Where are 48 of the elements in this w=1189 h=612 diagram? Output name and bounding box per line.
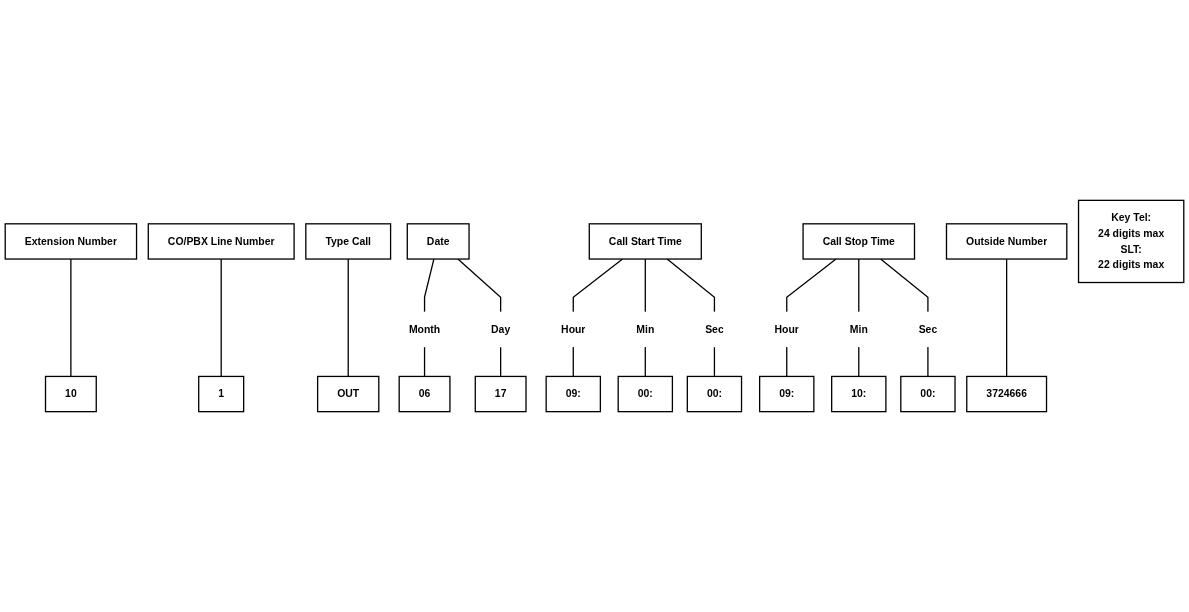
node-box: 1 — [198, 375, 245, 413]
node-text: Min — [849, 323, 868, 335]
node-box: 00: — [686, 375, 743, 413]
connector — [927, 346, 929, 378]
node-text: Sec — [705, 323, 724, 335]
node-box: 06 — [398, 375, 451, 413]
connector — [1006, 258, 1008, 378]
node-text: Hour — [774, 323, 799, 335]
node-box: 10: — [831, 375, 887, 413]
node-box: 00: — [900, 375, 956, 413]
node-box: Call Stop Time — [802, 223, 916, 260]
node-box: CO/PBX Line Number — [147, 223, 295, 260]
node-box: 00: — [617, 375, 674, 413]
connector — [713, 346, 716, 378]
connector — [220, 258, 222, 378]
connector — [858, 346, 860, 378]
node-box: Date — [406, 223, 470, 260]
node-box: Outside Number — [945, 223, 1068, 260]
connector — [644, 258, 646, 313]
connector — [423, 346, 426, 378]
node-box: Extension Number — [4, 223, 138, 260]
node-box: 10 — [44, 375, 97, 413]
node-box: 17 — [474, 375, 527, 413]
connector — [457, 258, 502, 313]
connector — [858, 258, 860, 313]
connector — [644, 346, 646, 378]
node-box: Type Call — [305, 223, 392, 260]
node-box: 09: — [759, 375, 815, 413]
node-text: Hour — [561, 323, 586, 335]
node-box: Key Tel: 24 digits max SLT: 22 digits max — [1077, 199, 1185, 284]
node-box: 3724666 — [966, 375, 1048, 413]
node-text: Day — [491, 323, 511, 335]
node-text: Min — [636, 323, 655, 335]
node-box: OUT — [317, 375, 380, 413]
node-text: Month — [408, 323, 441, 335]
connector — [786, 346, 788, 378]
connector — [786, 258, 837, 313]
connector — [572, 346, 574, 378]
connector — [70, 258, 72, 378]
node-box: Call Start Time — [588, 223, 702, 260]
node-text: Sec — [918, 323, 938, 335]
connector — [423, 258, 435, 313]
connector — [666, 258, 716, 313]
connector — [500, 346, 502, 378]
node-box: 09: — [545, 375, 601, 413]
connector — [879, 258, 929, 313]
connector — [347, 258, 349, 378]
connector — [572, 258, 624, 313]
